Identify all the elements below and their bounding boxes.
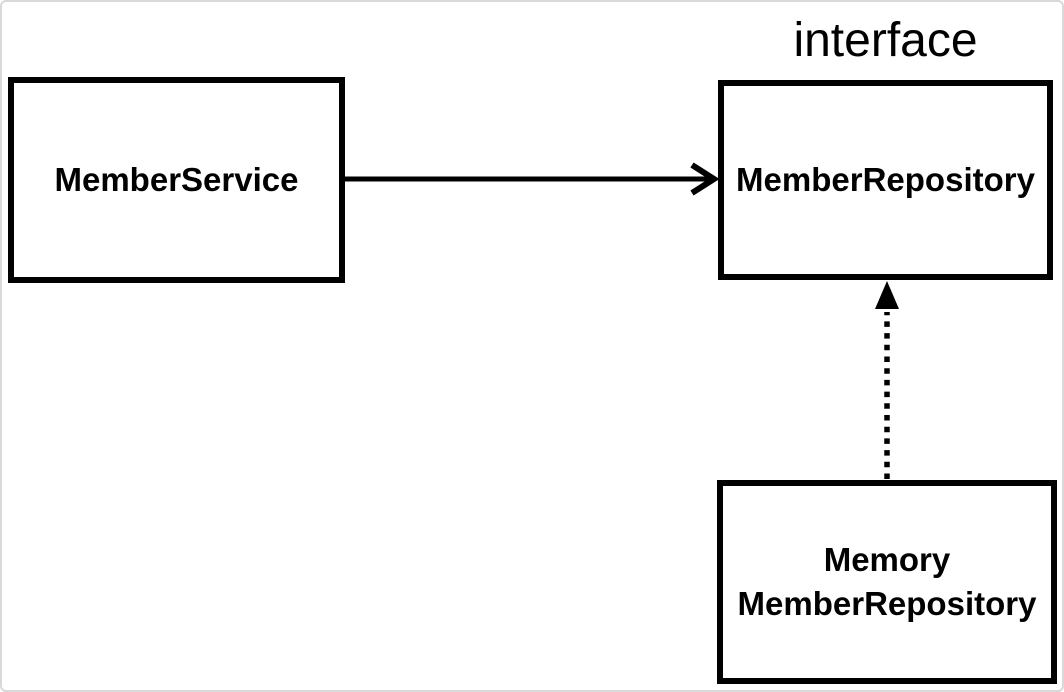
- dependency-arrow: [341, 162, 720, 196]
- node-memory-member-repository: Memory MemberRepository: [717, 480, 1057, 684]
- memory-member-repository-label-line2: MemberRepository: [737, 585, 1037, 622]
- implements-arrow: [875, 281, 899, 479]
- memory-member-repository-label-line1: Memory: [823, 541, 951, 578]
- member-repository-label: MemberRepository: [736, 161, 1035, 198]
- node-member-service: MemberService: [8, 77, 345, 283]
- memory-member-repository-label: Memory MemberRepository: [738, 538, 1037, 626]
- member-service-label: MemberService: [54, 161, 299, 198]
- node-member-repository: MemberRepository: [718, 80, 1053, 280]
- interface-stereotype-label: interface: [793, 14, 978, 67]
